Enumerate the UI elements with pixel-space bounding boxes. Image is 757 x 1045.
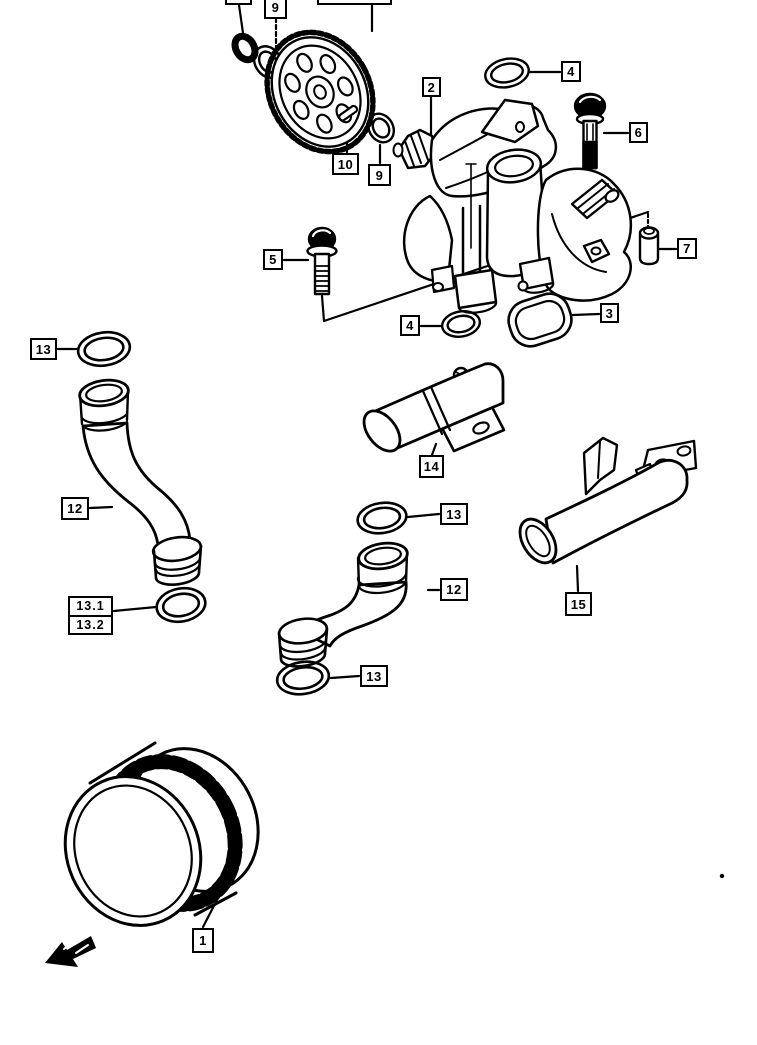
snap-ring (231, 32, 259, 64)
o-ring-upper (484, 57, 530, 89)
callout-9-lower: 9 (368, 164, 391, 186)
callout-4-upper: 4 (561, 61, 581, 82)
callout-12-middle: 12 (440, 578, 468, 601)
callout-12-left: 12 (61, 497, 89, 520)
o-ring-left-lower (155, 586, 207, 624)
callout-7: 7 (677, 238, 697, 259)
callout-14: 14 (419, 455, 444, 478)
callout-13-1-13-2: 13.1 13.2 (68, 596, 113, 635)
gasket (507, 292, 573, 348)
print-speck (719, 873, 725, 879)
bolt-short (306, 226, 338, 296)
plug (638, 226, 660, 266)
callout-10: 10 (332, 153, 359, 175)
oil-filter (63, 741, 260, 927)
o-ring-middle-upper (356, 501, 408, 535)
oil-pump-assembly (392, 98, 632, 314)
washer-lower (366, 112, 396, 144)
callout-13-middle-upper: 13 (440, 503, 468, 525)
callout-13-1: 13.1 (76, 599, 105, 613)
callout-cropped-top-center (317, 0, 392, 5)
o-ring-left (76, 330, 132, 368)
oil-hose-middle (277, 541, 409, 668)
oil-pump-sprocket (264, 29, 376, 155)
callout-5: 5 (263, 249, 283, 270)
callout-3: 3 (600, 303, 619, 323)
callout-4-lower: 4 (400, 315, 420, 336)
callout-9-top: 9 (264, 0, 287, 19)
callout-13-2: 13.2 (70, 614, 111, 634)
oil-pipe-right (518, 436, 698, 565)
o-ring-middle-lower (275, 660, 331, 696)
callout-6: 6 (629, 122, 648, 143)
callout-2: 2 (422, 77, 441, 97)
callout-13-left: 13 (30, 338, 57, 360)
o-ring-lower (440, 310, 482, 338)
oil-pipe-upper (362, 362, 506, 453)
callout-15: 15 (565, 592, 592, 616)
oil-hose-left (78, 378, 203, 586)
callout-1: 1 (192, 928, 214, 953)
callout-cropped-top-left (225, 0, 252, 5)
bolt-long (573, 92, 607, 170)
sprocket-pin (338, 104, 359, 122)
callout-13-middle-lower: 13 (360, 665, 388, 687)
front-direction-arrow (45, 936, 96, 967)
